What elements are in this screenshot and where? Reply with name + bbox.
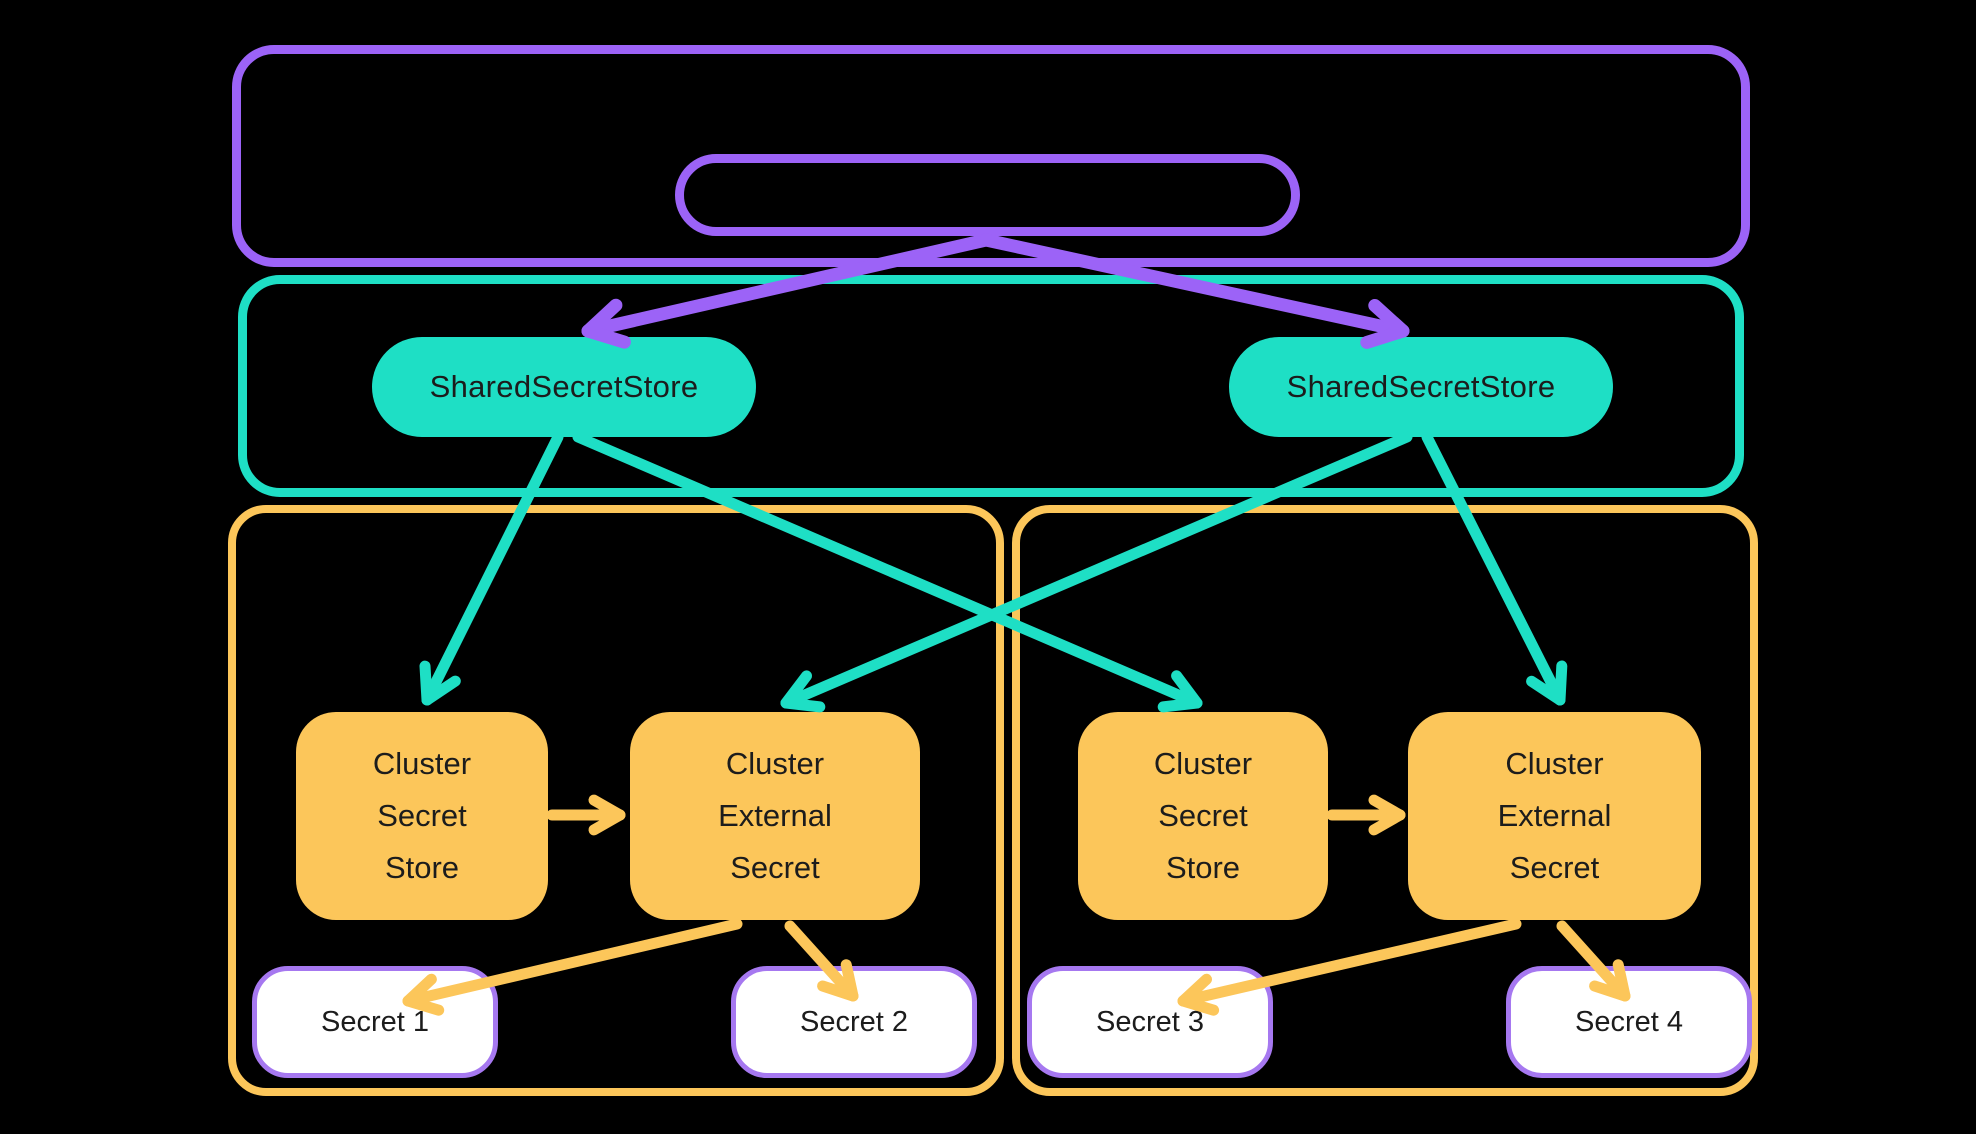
shared-secret-store-right-label: SharedSecretStore <box>1286 369 1556 404</box>
cluster-secret-store-left-label: Cluster Secret Store <box>372 746 472 885</box>
cluster-external-secret-right-label: Cluster External Secret <box>1497 746 1612 885</box>
secret-2: Secret 2 <box>731 966 977 1078</box>
cluster-external-secret-right: Cluster External Secret <box>1408 712 1701 920</box>
cluster-secret-store-right: Cluster Secret Store <box>1078 712 1328 920</box>
control-plane-pill <box>675 154 1300 236</box>
secret-4: Secret 4 <box>1506 966 1752 1078</box>
secret-4-label: Secret 4 <box>1575 1005 1683 1038</box>
cluster-secret-store-right-label: Cluster Secret Store <box>1153 746 1253 885</box>
secret-3-label: Secret 3 <box>1096 1005 1204 1038</box>
shared-secret-store-left-label: SharedSecretStore <box>429 369 699 404</box>
shared-secret-store-right: SharedSecretStore <box>1229 337 1613 437</box>
secret-1: Secret 1 <box>252 966 498 1078</box>
cluster-external-secret-left-label: Cluster External Secret <box>718 746 832 885</box>
secret-3: Secret 3 <box>1027 966 1273 1078</box>
secret-2-label: Secret 2 <box>800 1005 908 1038</box>
shared-secret-store-left: SharedSecretStore <box>372 337 756 437</box>
cluster-external-secret-left: Cluster External Secret <box>630 712 920 920</box>
secret-1-label: Secret 1 <box>321 1005 429 1038</box>
cluster-secret-store-left: Cluster Secret Store <box>296 712 548 920</box>
